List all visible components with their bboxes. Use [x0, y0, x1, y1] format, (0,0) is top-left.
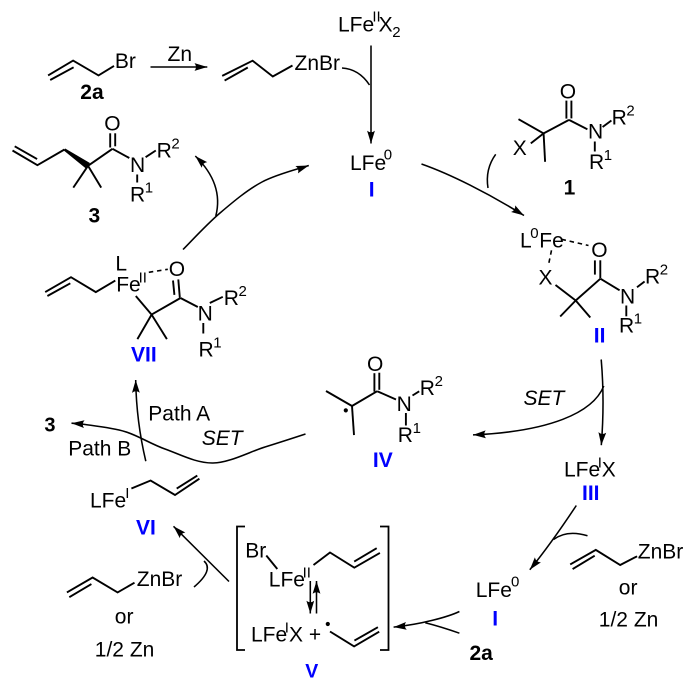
- svg-text:R: R: [619, 315, 634, 338]
- svg-text:N: N: [620, 286, 635, 309]
- svg-text:N: N: [588, 121, 603, 144]
- svg-text:1: 1: [413, 420, 421, 437]
- svg-text:2: 2: [435, 373, 443, 390]
- svg-text:X: X: [379, 14, 393, 37]
- svg-text:ZnBr: ZnBr: [295, 52, 341, 75]
- svg-text:V: V: [305, 661, 318, 683]
- svg-text:O: O: [104, 113, 120, 136]
- svg-text:II: II: [139, 269, 147, 286]
- svg-text:2: 2: [239, 283, 247, 300]
- svg-text:III: III: [582, 482, 600, 505]
- svg-text:Br: Br: [115, 50, 136, 73]
- svg-text:2a: 2a: [80, 81, 104, 104]
- svg-text:Fe: Fe: [116, 273, 141, 296]
- svg-text:N: N: [198, 303, 213, 326]
- svg-text:II: II: [303, 564, 311, 581]
- svg-text:N: N: [130, 154, 145, 177]
- svg-text:L: L: [115, 253, 127, 276]
- svg-text:2: 2: [171, 136, 179, 153]
- svg-text:LFe: LFe: [564, 459, 600, 482]
- svg-text:L: L: [520, 230, 532, 253]
- svg-text:R: R: [612, 107, 627, 130]
- svg-text:SET: SET: [202, 427, 245, 450]
- svg-text:R: R: [420, 377, 435, 400]
- svg-text:1: 1: [604, 147, 612, 164]
- svg-text:II: II: [594, 325, 606, 348]
- svg-text:IV: IV: [373, 449, 393, 472]
- svg-text:3: 3: [89, 205, 101, 228]
- svg-text:LFe: LFe: [251, 623, 287, 646]
- svg-text:R: R: [589, 151, 604, 174]
- svg-text:2: 2: [392, 24, 400, 41]
- svg-text:2a: 2a: [470, 642, 494, 665]
- svg-text:I: I: [285, 619, 289, 636]
- svg-text:1: 1: [213, 335, 221, 352]
- svg-text:VI: VI: [136, 517, 156, 540]
- svg-text:0: 0: [511, 574, 519, 591]
- svg-text:LFe: LFe: [90, 489, 126, 512]
- svg-text:X: X: [539, 267, 553, 290]
- svg-text:I: I: [492, 607, 498, 630]
- svg-text:or: or: [619, 577, 638, 600]
- svg-text:R: R: [645, 266, 660, 289]
- svg-text:Path B: Path B: [68, 438, 131, 461]
- svg-text:X: X: [602, 459, 616, 482]
- svg-text:X: X: [513, 137, 527, 160]
- svg-text:2: 2: [626, 103, 634, 120]
- svg-text:II: II: [372, 8, 380, 25]
- svg-text:X +: X +: [289, 623, 321, 646]
- svg-text:I: I: [369, 179, 375, 202]
- svg-text:LFe: LFe: [269, 568, 305, 591]
- svg-text:1/2 Zn: 1/2 Zn: [95, 638, 155, 661]
- svg-text:O: O: [560, 80, 576, 103]
- svg-text:Path A: Path A: [148, 402, 210, 425]
- svg-text:3: 3: [44, 415, 55, 437]
- svg-text:1: 1: [564, 177, 576, 200]
- svg-text:1: 1: [634, 311, 642, 328]
- svg-text:ZnBr: ZnBr: [137, 568, 183, 591]
- svg-text:O: O: [591, 239, 607, 262]
- svg-text:I: I: [125, 485, 129, 502]
- svg-text:Fe: Fe: [539, 230, 564, 253]
- svg-text:or: or: [115, 605, 134, 628]
- svg-text:I: I: [598, 455, 602, 472]
- svg-text:LFe: LFe: [338, 14, 374, 37]
- svg-text:Zn: Zn: [168, 43, 193, 66]
- svg-text:R: R: [130, 184, 145, 207]
- svg-text:0: 0: [530, 225, 538, 242]
- svg-text:O: O: [169, 258, 185, 281]
- svg-text:1: 1: [145, 180, 153, 197]
- svg-text:SET: SET: [524, 387, 567, 410]
- svg-text:N: N: [397, 393, 412, 416]
- svg-text:LFe: LFe: [350, 152, 386, 175]
- svg-text:R: R: [199, 339, 214, 362]
- svg-text:R: R: [224, 287, 239, 310]
- svg-text:R: R: [157, 139, 172, 162]
- svg-text:VII: VII: [131, 344, 157, 367]
- svg-text:LFe: LFe: [476, 579, 512, 602]
- svg-text:0: 0: [384, 147, 392, 164]
- svg-text:2: 2: [660, 262, 668, 279]
- svg-text:ZnBr: ZnBr: [638, 541, 684, 564]
- svg-text:1/2 Zn: 1/2 Zn: [599, 608, 659, 631]
- svg-text:O: O: [367, 353, 383, 376]
- svg-text:Br: Br: [245, 539, 266, 562]
- svg-text:R: R: [398, 424, 413, 447]
